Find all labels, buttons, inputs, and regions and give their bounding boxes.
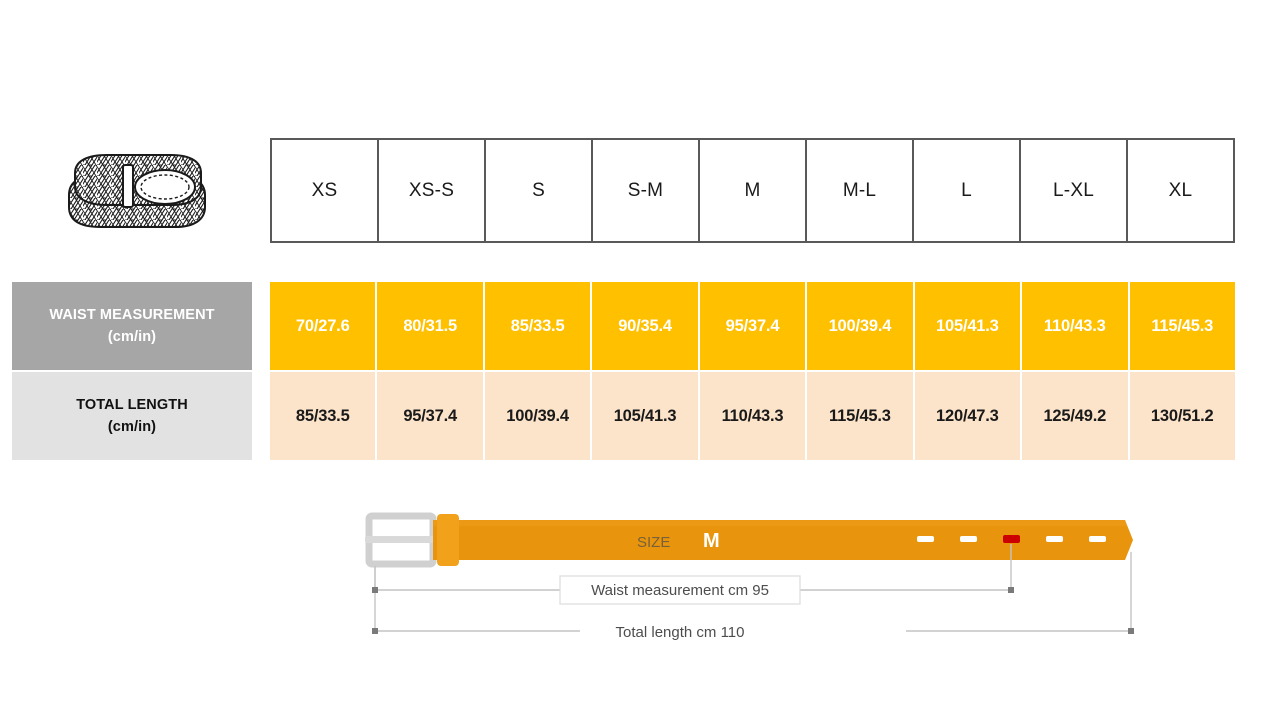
length-cell: 100/39.4 bbox=[484, 372, 593, 460]
waist-value-cells: 70/27.6 80/31.5 85/33.5 90/35.4 95/37.4 … bbox=[270, 282, 1235, 370]
size-header-cell: M bbox=[700, 140, 807, 241]
braided-belt-icon bbox=[68, 154, 206, 228]
length-cell: 85/33.5 bbox=[270, 372, 378, 460]
size-header-cell: S-M bbox=[593, 140, 700, 241]
waist-cell: 70/27.6 bbox=[270, 282, 378, 370]
waist-cell: 85/33.5 bbox=[484, 282, 593, 370]
size-header-cell: XS-S bbox=[379, 140, 486, 241]
length-label-line2: (cm/in) bbox=[107, 419, 157, 435]
waist-cell: 90/35.4 bbox=[592, 282, 700, 370]
waist-cell: 80/31.5 bbox=[377, 282, 485, 370]
waist-dim-marker-end bbox=[1008, 587, 1014, 593]
measurement-table: WAIST MEASUREMENT (cm/in) 70/27.6 80/31.… bbox=[12, 282, 1235, 462]
size-caption-label: SIZE bbox=[637, 534, 670, 551]
size-header-cell: L-XL bbox=[1021, 140, 1128, 241]
total-length-row: TOTAL LENGTH (cm/in) 85/33.5 95/37.4 100… bbox=[12, 372, 1235, 460]
waist-label-line1: WAIST MEASUREMENT bbox=[49, 306, 215, 323]
total-dim-marker-start bbox=[372, 628, 378, 634]
product-belt-illustration bbox=[55, 143, 215, 241]
waist-dimension-box bbox=[559, 575, 801, 605]
waist-dim-marker-start bbox=[372, 587, 378, 593]
waist-cell: 95/37.4 bbox=[699, 282, 808, 370]
length-cell: 115/45.3 bbox=[807, 372, 915, 460]
belt-keeper-loop bbox=[437, 514, 459, 566]
length-cell: 95/37.4 bbox=[377, 372, 485, 460]
buckle-prong bbox=[365, 536, 447, 543]
size-header-cell: S bbox=[486, 140, 593, 241]
waist-measurement-row: WAIST MEASUREMENT (cm/in) 70/27.6 80/31.… bbox=[12, 282, 1235, 370]
total-length-label: TOTAL LENGTH (cm/in) bbox=[12, 372, 252, 460]
belt-hole-active bbox=[1003, 535, 1020, 543]
waist-cell: 115/45.3 bbox=[1129, 282, 1235, 370]
total-length-value-cells: 85/33.5 95/37.4 100/39.4 105/41.3 110/43… bbox=[270, 372, 1235, 460]
size-caption-value: M bbox=[703, 530, 720, 552]
length-cell: 130/51.2 bbox=[1129, 372, 1235, 460]
size-header-table: XS XS-S S S-M M M-L L L-XL XL bbox=[270, 138, 1235, 243]
belt-measurement-diagram: SIZE M Waist measurement cm 95 Total len… bbox=[355, 500, 1155, 650]
belt-strap bbox=[433, 520, 1133, 560]
size-header-cell: M-L bbox=[807, 140, 914, 241]
size-header-cell: L bbox=[914, 140, 1021, 241]
waist-measurement-label: WAIST MEASUREMENT (cm/in) bbox=[12, 282, 252, 370]
size-header-cell: XL bbox=[1128, 140, 1235, 241]
length-cell: 105/41.3 bbox=[592, 372, 700, 460]
waist-cell: 105/41.3 bbox=[914, 282, 1023, 370]
length-cell: 110/43.3 bbox=[699, 372, 808, 460]
belt-highlight bbox=[433, 520, 1127, 526]
belt-hole bbox=[1089, 536, 1106, 542]
waist-cell: 100/39.4 bbox=[807, 282, 915, 370]
waist-dimension-label: Waist measurement cm 95 bbox=[591, 582, 769, 599]
length-label-line1: TOTAL LENGTH bbox=[76, 396, 188, 413]
belt-hole bbox=[960, 536, 977, 542]
length-cell: 125/49.2 bbox=[1022, 372, 1130, 460]
belt-hole bbox=[917, 536, 934, 542]
belt-hole bbox=[1046, 536, 1063, 542]
total-dim-marker-end bbox=[1128, 628, 1134, 634]
waist-label-line2: (cm/in) bbox=[107, 329, 157, 345]
waist-cell: 110/43.3 bbox=[1022, 282, 1130, 370]
size-header-cell: XS bbox=[272, 140, 379, 241]
total-dimension-label: Total length cm 110 bbox=[616, 624, 745, 641]
length-cell: 120/47.3 bbox=[914, 372, 1023, 460]
total-dimension-box bbox=[580, 618, 906, 644]
